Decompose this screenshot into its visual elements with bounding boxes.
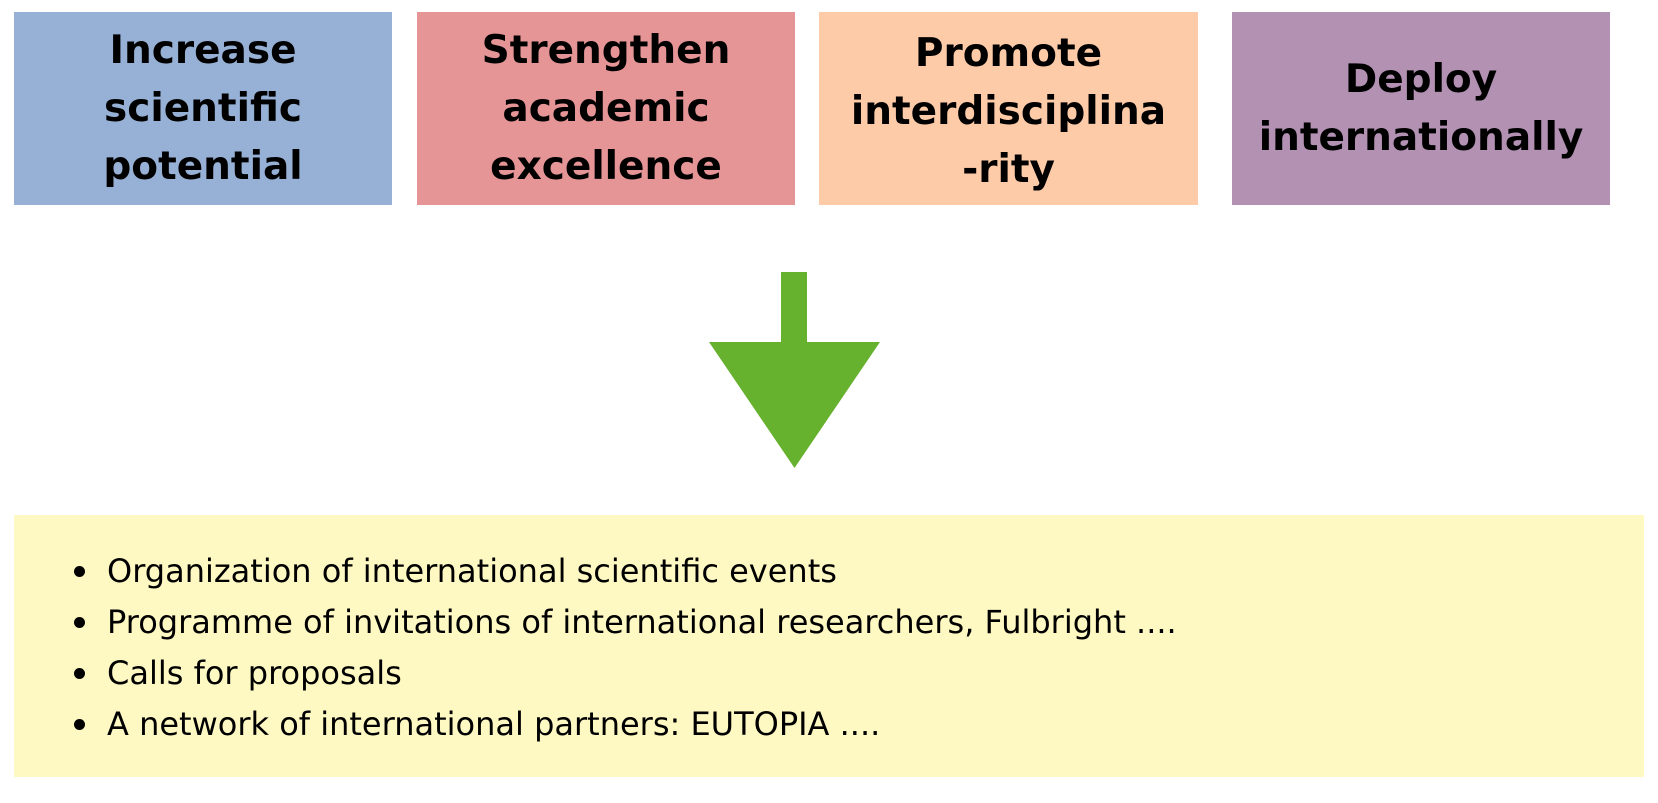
goal-box-increase-scientific-potential: Increase scientific potential <box>14 12 392 205</box>
bullet-icon <box>74 719 85 730</box>
action-item-text: Programme of invitations of internationa… <box>107 603 1177 641</box>
actions-panel: Organization of international scientific… <box>14 515 1644 777</box>
goal-label: Deploy internationally <box>1258 56 1584 160</box>
goal-label: Increase scientific potential <box>103 27 303 189</box>
list-item: Organization of international scientific… <box>14 546 1644 597</box>
list-item: A network of international partners: EUT… <box>14 699 1644 750</box>
goal-box-strengthen-academic-excellence: Strengthen academic excellence <box>417 12 795 205</box>
down-arrow-icon <box>709 272 880 468</box>
goal-box-deploy-internationally: Deploy internationally <box>1232 12 1610 205</box>
action-item-text: A network of international partners: EUT… <box>107 705 881 743</box>
bullet-icon <box>74 566 85 577</box>
list-item: Calls for proposals <box>14 648 1644 699</box>
actions-list: Organization of international scientific… <box>14 546 1644 750</box>
bullet-icon <box>74 668 85 679</box>
list-item: Programme of invitations of internationa… <box>14 597 1644 648</box>
goal-label: Strengthen academic excellence <box>481 27 731 189</box>
goal-label: Promote interdisciplina-rity <box>850 30 1167 192</box>
action-item-text: Calls for proposals <box>107 654 402 692</box>
action-item-text: Organization of international scientific… <box>107 552 837 590</box>
goal-box-promote-interdisciplinarity: Promote interdisciplina-rity <box>819 12 1198 205</box>
bullet-icon <box>74 617 85 628</box>
